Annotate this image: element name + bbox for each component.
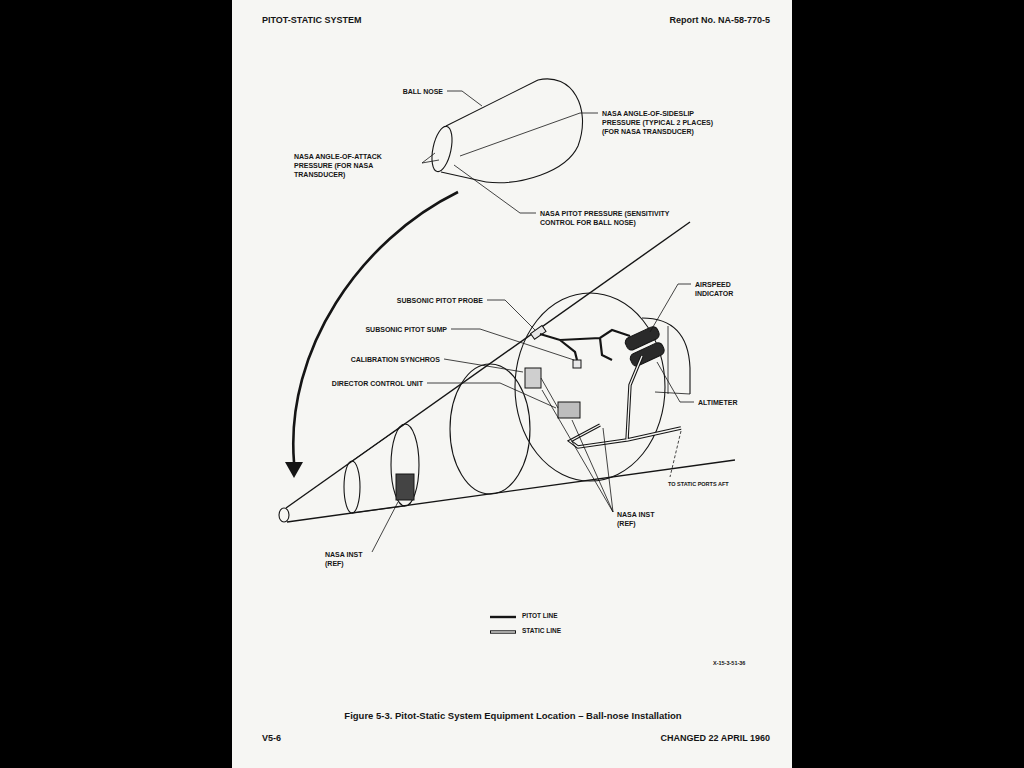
nose-tip [279, 508, 289, 522]
bulkhead [450, 364, 530, 494]
leader-line [372, 502, 398, 552]
legend-text: STATIC LINE [522, 627, 561, 635]
legend-sample [490, 632, 516, 633]
pitot-sump [573, 360, 581, 368]
leader-line [460, 113, 598, 156]
bulkhead [515, 293, 665, 481]
leader-line [451, 329, 574, 360]
static-line-sample [490, 630, 516, 633]
leader-line [427, 383, 556, 408]
part-label: BALL NOSE [403, 87, 443, 96]
leader-line [454, 165, 536, 213]
bulkhead [391, 424, 419, 506]
part-label: DIRECTOR CONTROL UNIT [332, 379, 423, 388]
pitot-line [540, 330, 630, 360]
running-head: PITOT-STATIC SYSTEM [262, 15, 362, 27]
leader-line [542, 390, 613, 512]
static-line [570, 356, 681, 447]
pitot-line-sample [490, 616, 516, 618]
port-label: NASA PITOT PRESSURE (SENSITIVITY CONTROL… [540, 209, 690, 227]
ball-nose-outline [441, 172, 486, 182]
leader-line [447, 91, 482, 106]
leader-line [444, 359, 523, 372]
leader-line [422, 153, 439, 163]
ball-nose-rim [486, 79, 583, 183]
leader-line [650, 284, 691, 332]
ball-nose-tip [428, 125, 455, 174]
drawing-number: X-15-3-51-36 [713, 660, 745, 667]
part-label: SUBSONIC PITOT PROBE [397, 296, 483, 305]
part-label: AIRSPEED INDICATOR [695, 280, 751, 298]
director-control-unit [558, 402, 580, 418]
arrowhead [285, 462, 303, 478]
reference-label: NASA INST (REF) [617, 510, 665, 528]
page-number: V5-6 [262, 733, 281, 745]
port-label: NASA ANGLE-OF-ATTACK PRESSURE (FOR NASA … [294, 152, 419, 179]
altimeter [629, 341, 666, 368]
part-label: SUBSONIC PITOT SUMP [365, 325, 447, 334]
calibration-synchros [525, 368, 541, 388]
legend-text: PITOT LINE [522, 612, 558, 620]
instrument-panel [655, 326, 690, 394]
legend-sample [490, 617, 516, 618]
static-line-sample [491, 631, 515, 632]
figure-caption: Figure 5-3. Pitot-Static System Equipmen… [344, 710, 681, 722]
note-label: TO STATIC PORTS AFT [668, 481, 729, 488]
port-label: NASA ANGLE-OF-SIDESLIP PRESSURE (TYPICAL… [602, 109, 732, 136]
leader-line [657, 362, 694, 402]
bulkhead [344, 461, 360, 513]
page-sheet [232, 0, 792, 768]
fuselage-outline [286, 222, 690, 508]
nasa-instrument [396, 474, 414, 500]
part-label: ALTIMETER [698, 398, 738, 407]
change-date: CHANGED 22 APRIL 1960 [660, 733, 770, 745]
report-number: Report No. NA-58-770-5 [669, 15, 770, 27]
ball-nose-outline [446, 80, 538, 126]
static-line [570, 356, 681, 447]
leader-line [487, 300, 535, 330]
part-label: CALIBRATION SYNCHROS [351, 355, 440, 364]
transfer-arrow [293, 192, 458, 462]
reference-label: NASA INST (REF) [325, 550, 373, 568]
leader-line [670, 431, 681, 477]
